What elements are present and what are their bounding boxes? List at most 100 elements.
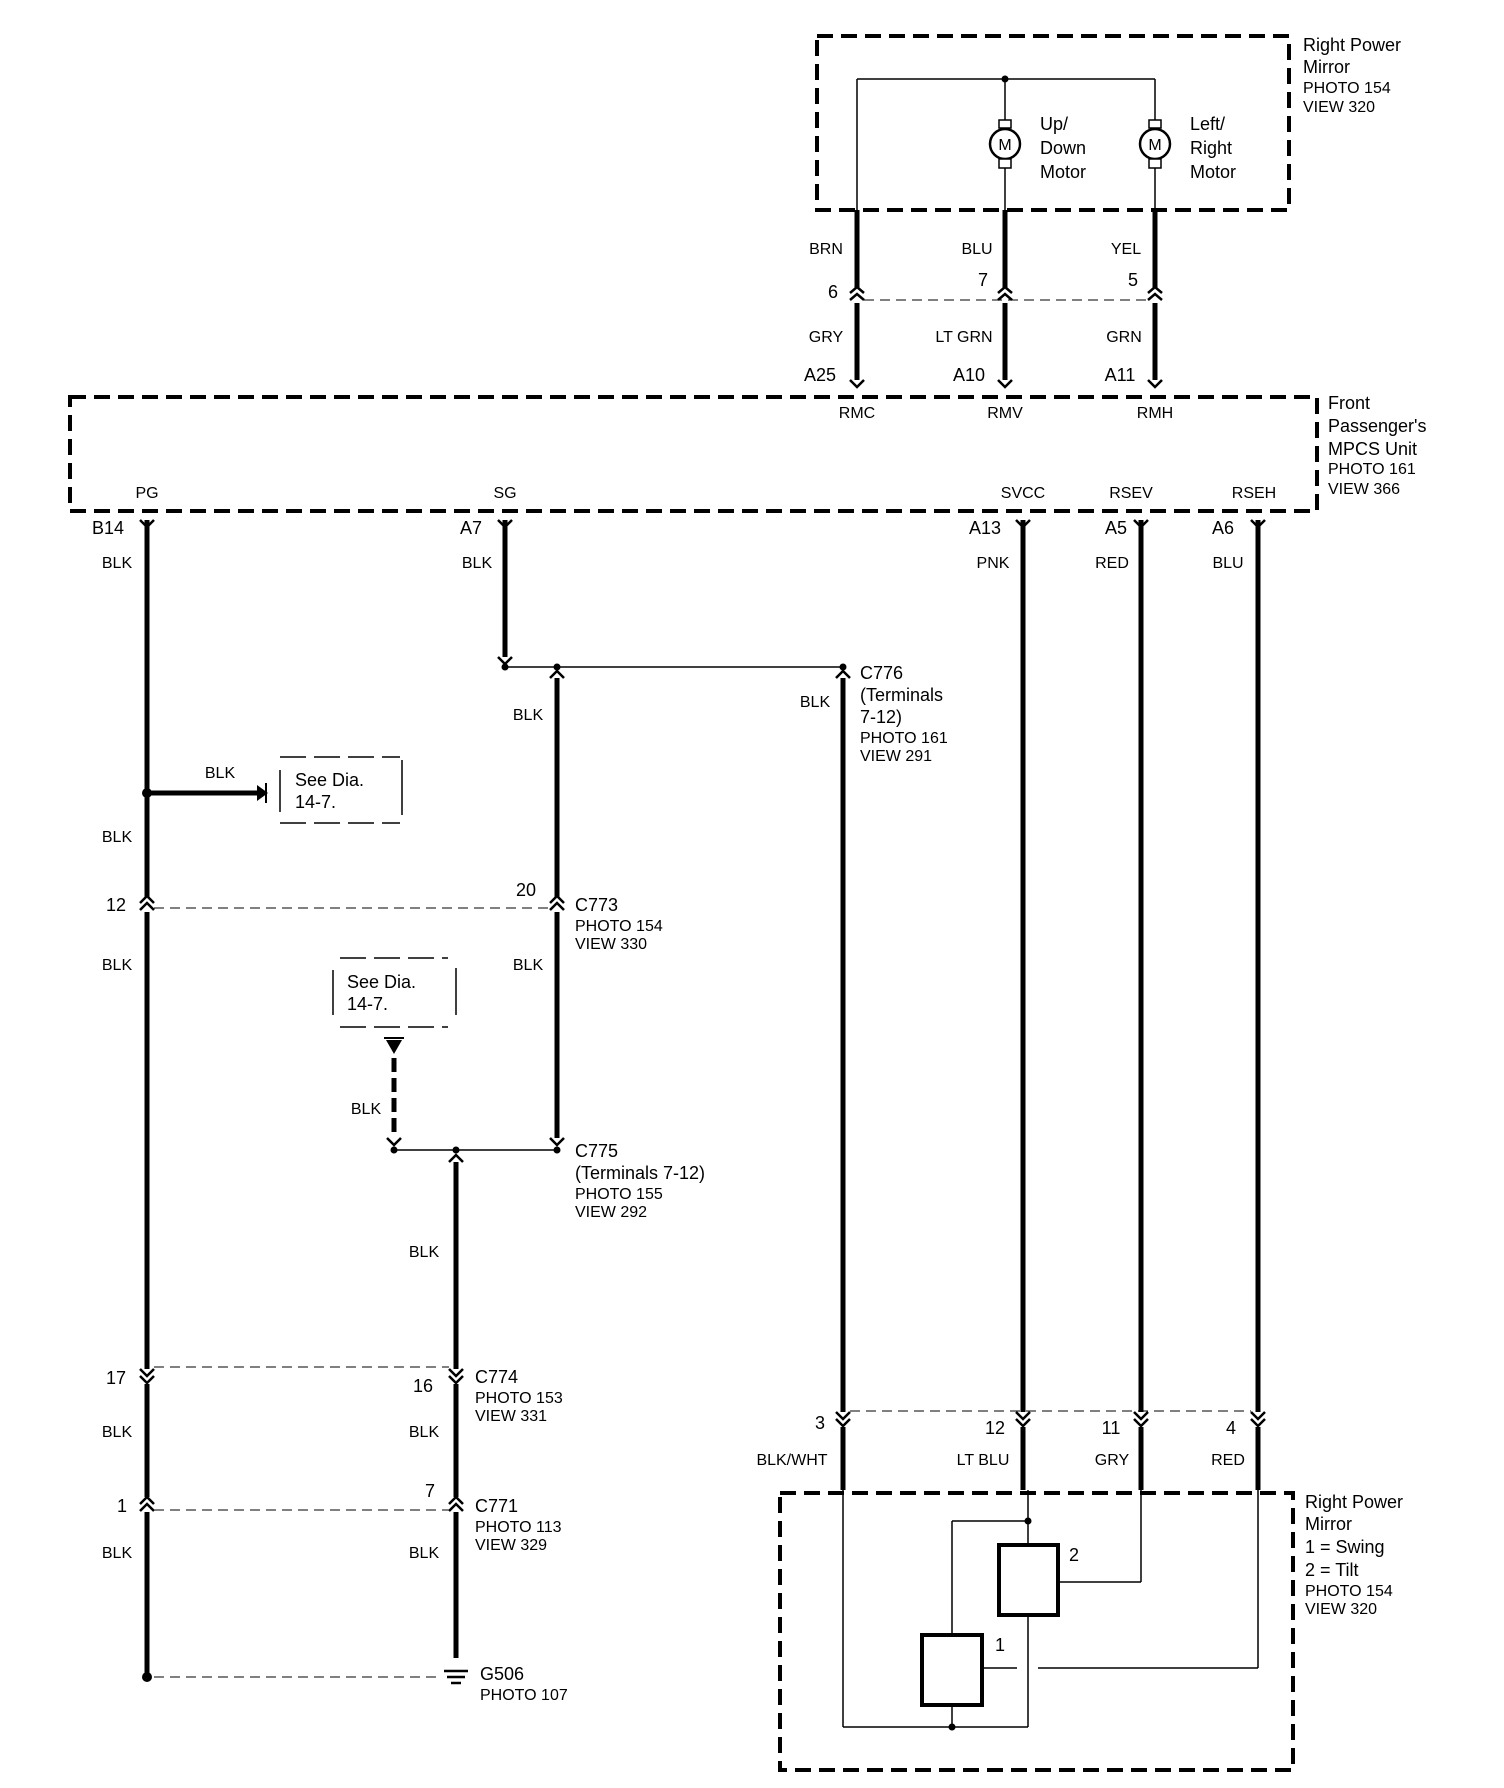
wire-gry: GRY: [809, 329, 844, 346]
wire-blk-17: BLK: [102, 1424, 133, 1441]
pin-12: 12: [106, 895, 126, 915]
c773-chevrons: [139, 894, 565, 911]
mirror-bottom-legend-2: 2 = Tilt: [1305, 1560, 1359, 1580]
wire-ltgrn: LT GRN: [935, 329, 992, 346]
wire-blk-1: BLK: [102, 1545, 133, 1562]
g506-photo: PHOTO 107: [480, 1687, 568, 1704]
c774-id: C774: [475, 1367, 518, 1387]
mirror-bottom-internal: [842, 1490, 1259, 1728]
wire-blk-pg: BLK: [102, 555, 133, 572]
term-rmh: RMH: [1137, 405, 1173, 422]
updown-label-3: Motor: [1040, 162, 1086, 182]
c776-line-2: 7-12): [860, 707, 902, 727]
c776-view: VIEW 291: [860, 748, 932, 765]
wire-blk-16: BLK: [409, 1424, 440, 1441]
pin-b14: B14: [92, 518, 124, 538]
mpcs-unit-box: [68, 395, 1319, 513]
motor-symbol: M: [998, 137, 1011, 154]
mirror-top-view: VIEW 320: [1303, 99, 1375, 116]
pin-7b: 7: [425, 1481, 435, 1501]
leftright-label-2: Right: [1190, 138, 1232, 158]
wire-yel: YEL: [1111, 241, 1141, 258]
c771-id: C771: [475, 1496, 518, 1516]
see-dia-ref-2: [332, 957, 457, 1054]
top-wires: [854, 210, 1158, 380]
mirror-bottom-name-1: Right Power: [1305, 1492, 1403, 1512]
pin-20: 20: [516, 880, 536, 900]
splice-dot: [1024, 1517, 1032, 1525]
splice-dot: [1001, 75, 1009, 83]
mirror-top-box: [815, 34, 1291, 212]
pin-17: 17: [106, 1368, 126, 1388]
wire-blk-pg-low: BLK: [102, 957, 133, 974]
c775-photo: PHOTO 155: [575, 1186, 663, 1203]
mpcs-view: VIEW 366: [1328, 481, 1400, 498]
wire-gry-bottom: GRY: [1095, 1452, 1130, 1469]
pin-a13: A13: [969, 518, 1001, 538]
wire-blk-7: BLK: [409, 1545, 440, 1562]
c775-view: VIEW 292: [575, 1204, 647, 1221]
wire-blk-sg-branch: BLK: [513, 707, 544, 724]
actuator-2-label: 2: [1069, 1545, 1079, 1565]
connector-chevrons-top: [849, 285, 1163, 389]
c776-id: C776: [860, 663, 903, 683]
g506-id: G506: [480, 1664, 524, 1684]
updown-label-2: Down: [1040, 138, 1086, 158]
pin-a7: A7: [460, 518, 482, 538]
c776-line-1: (Terminals: [860, 685, 943, 705]
mirror-bottom-photo: PHOTO 154: [1305, 1583, 1393, 1600]
wire-ltblu: LT BLU: [957, 1452, 1010, 1469]
wire-blk-sg: BLK: [462, 555, 493, 572]
main-wires: [144, 520, 1261, 1677]
wire-pnk: PNK: [977, 555, 1010, 572]
wire-blk-c775: BLK: [409, 1244, 440, 1261]
splice-dot: [948, 1723, 956, 1731]
mpcs-photo: PHOTO 161: [1328, 461, 1416, 478]
c774-chevrons: [139, 1368, 464, 1385]
bottom-connector-chevrons: [835, 1411, 1266, 1428]
actuator-1-label: 1: [995, 1635, 1005, 1655]
see-dia-1-line-1: See Dia.: [295, 770, 364, 790]
mirror-top-name-2: Mirror: [1303, 57, 1350, 77]
wire-red-bottom: RED: [1211, 1452, 1245, 1469]
pin-a6: A6: [1212, 518, 1234, 538]
mirror-bottom-legend-1: 1 = Swing: [1305, 1537, 1385, 1557]
c771-photo: PHOTO 113: [475, 1519, 562, 1536]
wire-grn: GRN: [1106, 329, 1142, 346]
actuator-1: [920, 1633, 984, 1707]
motor-symbol: M: [1148, 137, 1161, 154]
pin-5: 5: [1128, 270, 1138, 290]
wire-blk-sg-low: BLK: [513, 957, 544, 974]
pin-16: 16: [413, 1376, 433, 1396]
leftright-motor: M: [1138, 119, 1172, 169]
ground-g506: [142, 1669, 468, 1685]
sg-junction: [497, 656, 851, 679]
c776-photo: PHOTO 161: [860, 730, 948, 747]
see-dia-2-line-2: 14-7.: [347, 994, 388, 1014]
mirror-bottom-name-2: Mirror: [1305, 1514, 1352, 1534]
pin-3: 3: [815, 1413, 825, 1433]
pin-1: 1: [117, 1496, 127, 1516]
wire-brn: BRN: [809, 241, 843, 258]
wire-blu-rseh: BLU: [1212, 555, 1243, 572]
term-svcc: SVCC: [1001, 485, 1045, 502]
see-dia-1-line-2: 14-7.: [295, 792, 336, 812]
wire-blu: BLU: [961, 241, 992, 258]
pin-a10: A10: [953, 365, 985, 385]
c774-photo: PHOTO 153: [475, 1390, 563, 1407]
c775-line-1: (Terminals 7-12): [575, 1163, 705, 1183]
pin-a25: A25: [804, 365, 836, 385]
c774-view: VIEW 331: [475, 1408, 547, 1425]
wire-blk-pg-mid: BLK: [102, 829, 133, 846]
c771-view: VIEW 329: [475, 1537, 547, 1554]
wire-blk-ref2: BLK: [351, 1101, 382, 1118]
c775-junction: [386, 1137, 565, 1163]
pin-12b: 12: [985, 1418, 1005, 1438]
mirror-top-name-1: Right Power: [1303, 35, 1401, 55]
wire-red: RED: [1095, 555, 1129, 572]
mirror-bottom-view: VIEW 320: [1305, 1601, 1377, 1618]
pin-a11: A11: [1105, 365, 1136, 385]
c771-chevrons: [139, 1495, 464, 1512]
